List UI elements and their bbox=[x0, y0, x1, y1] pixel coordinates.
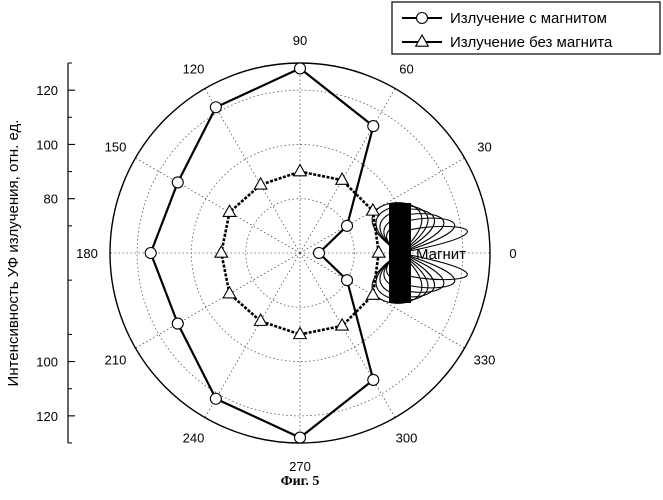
grid-spoke bbox=[135, 158, 300, 253]
angle-label: 150 bbox=[105, 140, 127, 155]
axis-tick-label: 120 bbox=[36, 83, 58, 98]
circle-marker bbox=[172, 177, 183, 188]
triangle-marker bbox=[254, 178, 267, 189]
angle-label: 60 bbox=[399, 62, 413, 77]
grid-spoke bbox=[135, 253, 300, 348]
circle-marker bbox=[210, 102, 221, 113]
angle-label: 90 bbox=[293, 33, 307, 48]
circle-marker bbox=[342, 220, 353, 231]
legend-label: Излучение без магнита bbox=[450, 34, 613, 51]
y-axis-label: Интенсивность УФ излучения, отн. ед. bbox=[5, 120, 22, 387]
circle-marker bbox=[295, 63, 306, 74]
figure-caption: Фиг. 5 bbox=[0, 474, 600, 490]
angle-label: 270 bbox=[289, 459, 311, 474]
axis-tick-label: 100 bbox=[36, 355, 58, 370]
circle-marker bbox=[172, 318, 183, 329]
angle-label: 210 bbox=[105, 353, 127, 368]
angle-label: 120 bbox=[183, 62, 205, 77]
angle-label: 330 bbox=[474, 353, 496, 368]
angle-label: 0 bbox=[509, 246, 516, 261]
grid-spoke bbox=[205, 88, 300, 253]
angle-label: 30 bbox=[477, 140, 491, 155]
triangle-marker bbox=[223, 287, 236, 298]
circle-marker bbox=[210, 393, 221, 404]
axis-tick-label: 120 bbox=[36, 409, 58, 424]
circle-marker bbox=[295, 432, 306, 443]
circle-marker bbox=[342, 275, 353, 286]
triangle-marker bbox=[372, 246, 385, 257]
axis-tick-label: 80 bbox=[44, 192, 58, 207]
triangle-marker bbox=[215, 246, 228, 257]
legend-label: Излучение с магнитом bbox=[450, 10, 607, 27]
circle-marker bbox=[145, 248, 156, 259]
triangle-marker bbox=[294, 165, 307, 176]
circle-marker bbox=[368, 121, 379, 132]
triangle-marker bbox=[367, 288, 380, 299]
legend-circle-marker bbox=[417, 13, 428, 24]
legend: Излучение с магнитомИзлучение без магнит… bbox=[392, 2, 660, 54]
angle-label: 300 bbox=[396, 430, 418, 445]
grid-spoke bbox=[205, 253, 300, 418]
angle-label: 240 bbox=[183, 430, 205, 445]
circle-marker bbox=[368, 374, 379, 385]
circle-marker bbox=[314, 248, 325, 259]
angle-label: 180 bbox=[76, 246, 98, 261]
radial-axis: 120 100 80 100 120 bbox=[36, 63, 75, 443]
axis-tick-label: 100 bbox=[36, 137, 58, 152]
series-line bbox=[151, 68, 374, 437]
magnet-label: Магнит bbox=[416, 246, 466, 263]
magnet-bar bbox=[389, 203, 411, 303]
series-with-magnet bbox=[145, 63, 379, 443]
